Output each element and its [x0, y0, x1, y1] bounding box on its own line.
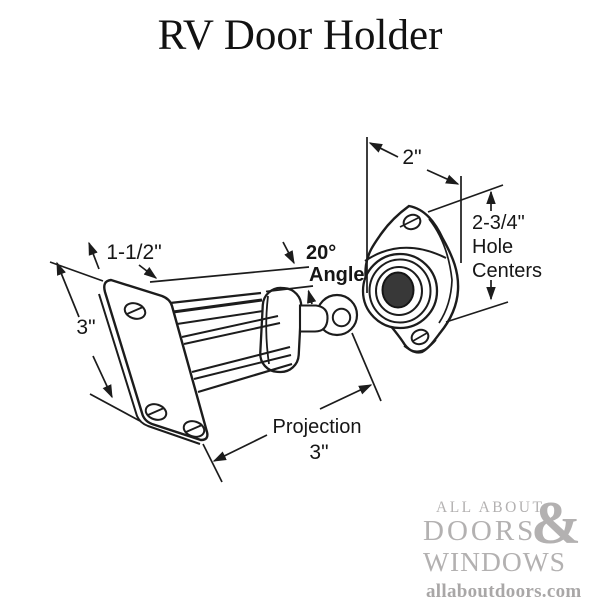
dimension-arrow — [368, 142, 399, 158]
dim-angle-value: 20° — [306, 242, 336, 264]
screw-head — [410, 328, 430, 346]
collar-inner-line — [265, 295, 270, 365]
dimension-arrow — [212, 434, 268, 462]
flange-tab-inner — [403, 339, 437, 353]
ball-detail-circle — [331, 307, 352, 328]
dim-angle: 20° Angle — [149, 241, 365, 305]
watermark-line-all-about: ALL ABOUT — [436, 499, 545, 516]
dimension-arrow — [319, 384, 373, 410]
screw-slot — [147, 407, 165, 416]
extension-line — [427, 184, 504, 213]
angle-arrow — [282, 241, 295, 265]
dim-plate-height-label: 3" — [76, 316, 95, 339]
dimension-arrow — [138, 264, 158, 279]
watermark-ampersand: & — [531, 490, 581, 556]
screw-slot — [412, 332, 428, 342]
plate-face — [103, 278, 209, 442]
watermark-line-doors: DOORS — [423, 515, 537, 548]
watermark-website: allaboutdoors.com — [426, 580, 582, 600]
extension-line — [445, 301, 509, 323]
extension-line — [351, 332, 382, 402]
dim-projection-word: Projection — [273, 416, 362, 438]
socket-boss-ring — [368, 258, 432, 324]
mounting-plate — [98, 278, 209, 445]
arm-rail — [193, 354, 292, 380]
arm-rail — [183, 322, 281, 345]
flange-screw — [399, 213, 422, 231]
watermark-logo: ALL ABOUT DOORS & WINDOWS allaboutdoors.… — [423, 490, 589, 600]
flange-edge-inner — [428, 218, 453, 324]
plate-screw — [123, 302, 147, 320]
dim-flange-width-label: 2" — [402, 146, 421, 169]
dimension-arrow — [56, 261, 80, 318]
dimension-arrow — [88, 241, 100, 270]
angle-reference-line — [149, 266, 310, 283]
arm-bottom-edge — [197, 362, 293, 394]
plate-screw — [182, 420, 206, 438]
screw-head — [144, 403, 168, 421]
dimension-arrow — [92, 355, 113, 399]
dim-plate-height: 3" — [49, 261, 141, 422]
dim-hole-centers-word1: Hole — [472, 236, 513, 258]
extension-line — [202, 443, 223, 483]
arm-rail — [176, 310, 264, 325]
dim-projection: Projection 3" — [202, 332, 382, 483]
extension-line — [89, 393, 141, 422]
page-title: RV Door Holder — [157, 12, 443, 59]
screw-head — [182, 420, 206, 438]
socket-hole — [381, 271, 415, 309]
dim-angle-word: Angle — [309, 264, 365, 286]
telescoping-arm — [169, 291, 293, 394]
dim-plate-width: 1-1/2" — [88, 241, 162, 279]
plate-screw — [144, 403, 168, 421]
dim-hole-centers-value: 2-3/4" — [472, 212, 525, 234]
ball-stud — [259, 286, 359, 374]
angle-leg-line — [265, 285, 314, 293]
screw-slot — [126, 306, 144, 315]
angle-arrow — [307, 289, 317, 305]
dim-projection-value: 3" — [309, 441, 328, 464]
dim-hole-centers: 2-3/4" Hole Centers — [427, 184, 542, 323]
dim-plate-width-label: 1-1/2" — [106, 241, 161, 264]
screw-slot — [399, 216, 421, 228]
arm-rail-shadow — [172, 298, 263, 314]
flange-screw — [410, 328, 430, 346]
flange-dome-ridge — [364, 246, 447, 262]
screw-head — [123, 302, 147, 320]
watermark-line-windows: WINDOWS — [423, 546, 566, 578]
ball-stem — [298, 304, 329, 333]
socket-flange — [361, 204, 460, 354]
arm-rail — [169, 291, 262, 305]
screw-slot — [185, 424, 203, 433]
plate-thickness-edge — [98, 293, 201, 445]
dim-hole-centers-word2: Centers — [472, 260, 542, 282]
dim-flange-width: 2" — [366, 137, 462, 293]
arm-rail — [191, 346, 291, 373]
dimension-arrow — [426, 169, 460, 185]
